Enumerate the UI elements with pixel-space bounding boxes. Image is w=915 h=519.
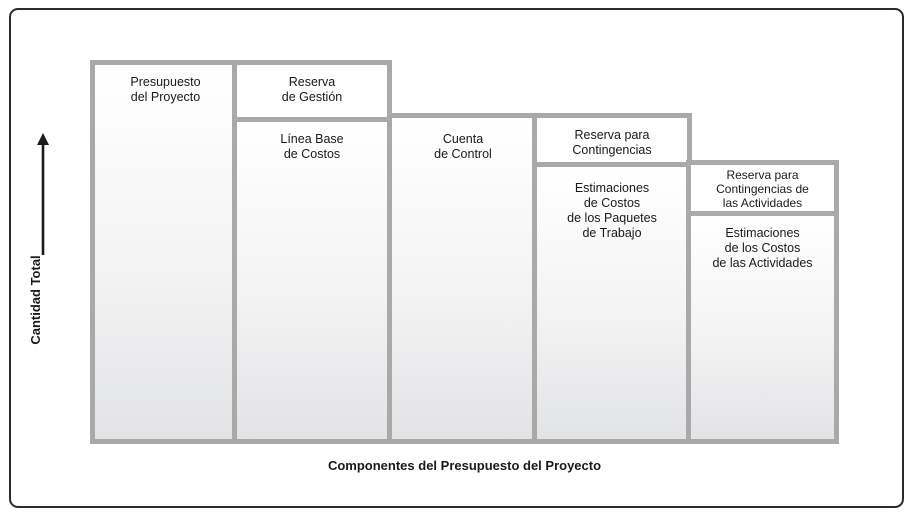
- activity-cost-estimates-block: Estimaciones de los Costos de las Activi…: [686, 211, 839, 444]
- contingency-reserve-block: Reserva para Contingencias: [532, 113, 692, 167]
- activity-cost-estimates-label: Estimaciones de los Costos de las Activi…: [712, 226, 813, 270]
- x-axis-title: Componentes del Presupuesto del Proyecto: [327, 458, 602, 473]
- activity-contingency-reserve-label: Reserva para Contingencias de las Activi…: [716, 168, 809, 210]
- cost-baseline-block: Línea Base de Costos: [232, 117, 392, 444]
- work-package-estimates-label: Estimaciones de Costos de los Paquetes d…: [567, 181, 657, 240]
- work-package-estimates-block: Estimaciones de Costos de los Paquetes d…: [532, 162, 692, 444]
- management-reserve-block: Reserva de Gestión: [232, 60, 392, 122]
- y-axis-title: Cantidad Total: [28, 255, 43, 345]
- project-budget-label: Presupuesto del Proyecto: [130, 75, 201, 104]
- control-account-block: Cuenta de Control: [387, 113, 539, 444]
- cost-baseline-label: Línea Base de Costos: [280, 132, 344, 161]
- project-budget-block: Presupuesto del Proyecto: [90, 60, 241, 444]
- management-reserve-label: Reserva de Gestión: [281, 75, 343, 104]
- up-arrow-icon: [37, 133, 49, 255]
- contingency-reserve-label: Reserva para Contingencias: [572, 128, 652, 157]
- control-account-label: Cuenta de Control: [434, 132, 492, 161]
- activity-contingency-reserve-block: Reserva para Contingencias de las Activi…: [686, 160, 839, 216]
